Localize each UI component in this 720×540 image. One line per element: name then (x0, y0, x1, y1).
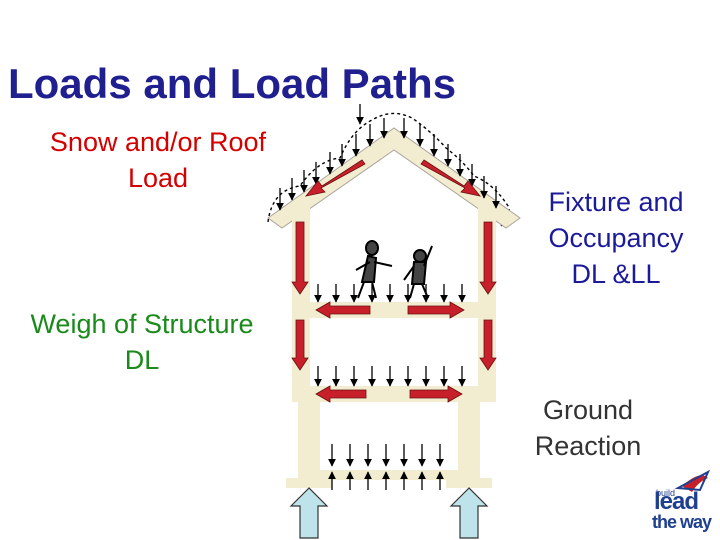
roof-arrow-left (304, 159, 366, 197)
floor-arrow-upper-left (315, 301, 371, 319)
roof-load-arrows (276, 104, 500, 211)
ground-reaction-arrow-left (289, 487, 329, 539)
logo-swirl-icon (674, 469, 711, 492)
left-footing (286, 478, 332, 488)
weight-label-line1: Weigh of Structure (30, 309, 254, 339)
ground-reaction-arrow-right (449, 487, 489, 539)
snow-roof-load-label: Snow and/or Roof Load (22, 124, 294, 196)
page-title: Loads and Load Paths (8, 60, 457, 107)
right-footing (446, 478, 492, 488)
snow-label-line1: Snow and/or Roof (49, 127, 267, 157)
logo-word-lead: lead (654, 488, 699, 515)
fixture-label-line1: Fixture and (548, 187, 684, 217)
snow-label-line2: Load (127, 163, 189, 193)
wall-arrow-upper-right (479, 221, 497, 295)
load-path-arrows (291, 159, 497, 403)
ground-label-line2: Reaction (534, 431, 642, 461)
wall-arrow-lower-left (291, 319, 309, 371)
lead-the-way-logo: build lead the way (648, 468, 714, 536)
left-foundation-wall (298, 394, 320, 480)
floor-arrow-lower-right (409, 385, 463, 403)
lower-floor-load-arrows (314, 366, 466, 387)
fixture-label-line3: DL &LL (571, 259, 661, 289)
floor-arrow-lower-left (315, 385, 367, 403)
ground-reaction-label: Ground Reaction (512, 392, 664, 464)
weight-label-line2: DL (124, 345, 160, 375)
floor-arrow-upper-right (407, 301, 465, 319)
logo-word-the-way: the way (652, 512, 712, 532)
structure-weight-label: Weigh of Structure DL (0, 306, 284, 378)
upper-floor-load-arrows (314, 284, 466, 303)
right-foundation-wall (458, 394, 480, 480)
logo-small-text: build (656, 488, 676, 498)
occupant-figure-left (355, 240, 393, 299)
wall-arrow-upper-left (291, 221, 309, 295)
basement-load-arrows (328, 444, 444, 490)
fixture-label-line2: Occupancy (548, 223, 684, 253)
roof-arrow-right (420, 159, 482, 197)
occupant-figure-right (403, 245, 433, 299)
wall-arrow-lower-right (479, 319, 497, 371)
ground-label-line1: Ground (542, 395, 634, 425)
fixture-occupancy-label: Fixture and Occupancy DL &LL (518, 184, 714, 292)
